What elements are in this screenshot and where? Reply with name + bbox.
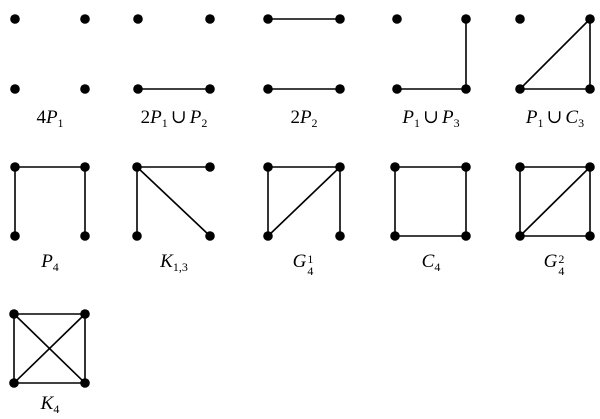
graph-vertex [133, 14, 143, 24]
graph-vertex [10, 14, 20, 24]
graph-vertex [461, 231, 471, 241]
graph-label-g5: P1∪C3 [525, 107, 585, 130]
graph-vertex [9, 309, 19, 319]
graph-vertex [461, 84, 471, 94]
graph-vertex [515, 14, 525, 24]
graph-vertex [390, 162, 400, 172]
graph-vertex [335, 84, 345, 94]
graph-g9 [390, 162, 471, 241]
graph-vertex [80, 84, 90, 94]
graph-vertex [80, 378, 90, 388]
graph-edge [519, 18, 591, 90]
graph-vertex [10, 84, 20, 94]
graph-vertex [133, 84, 143, 94]
graph-vertex [10, 231, 20, 241]
graph-vertex [9, 378, 19, 388]
graph-vertex [205, 14, 215, 24]
graph-vertex [585, 231, 595, 241]
graph-g4 [392, 14, 471, 94]
graph-edge [519, 166, 591, 237]
graph-edge [13, 313, 86, 384]
graph-vertex [205, 84, 215, 94]
graph-g6 [10, 162, 90, 241]
graph-vertex [515, 84, 525, 94]
graph-vertex [515, 162, 525, 172]
graph-g7 [132, 162, 215, 241]
graph-vertex [461, 14, 471, 24]
graph-vertex [205, 162, 215, 172]
graph-vertex [392, 84, 402, 94]
graph-vertex [263, 14, 273, 24]
graph-vertex [10, 162, 20, 172]
graph-vertex [263, 84, 273, 94]
graph-vertex [205, 231, 215, 241]
graph-g1 [10, 14, 90, 94]
graph-vertex [132, 231, 142, 241]
graph-label-g1: 4P1 [36, 107, 64, 130]
graph-vertex [80, 309, 90, 319]
graph-vertex [585, 14, 595, 24]
graph-vertex [263, 231, 273, 241]
graph-vertex [335, 14, 345, 24]
graph-vertex [585, 162, 595, 172]
graph-label-g2: 2P1∪P2 [140, 107, 208, 130]
graph-g5 [515, 14, 595, 94]
graph-vertex [390, 231, 400, 241]
graph-g2 [133, 14, 215, 94]
graph-vertex [335, 162, 345, 172]
graph-g11 [9, 309, 90, 388]
graph-vertex [132, 162, 142, 172]
graph-label-g7: K1,3 [160, 251, 188, 274]
graph-vertex [515, 231, 525, 241]
graph-vertex [335, 231, 345, 241]
graph-label-g9: C4 [421, 251, 441, 274]
graph-g8 [263, 162, 345, 241]
graph-label-g6: P4 [41, 251, 59, 274]
graph-vertex [80, 162, 90, 172]
graph-vertex [80, 14, 90, 24]
graph-label-g4: P1∪P3 [402, 107, 460, 130]
graph-label-g11: K4 [40, 393, 60, 416]
graph-vertex [585, 84, 595, 94]
graph-edge [267, 166, 341, 237]
graph-vertex [263, 162, 273, 172]
graph-vertex [461, 162, 471, 172]
graph-vertex [392, 14, 402, 24]
graph-edge [136, 166, 211, 237]
graph-g3 [263, 14, 345, 94]
graph-vertex [80, 231, 90, 241]
graph-g10 [515, 162, 595, 241]
graph-label-g3: 2P2 [290, 107, 318, 130]
